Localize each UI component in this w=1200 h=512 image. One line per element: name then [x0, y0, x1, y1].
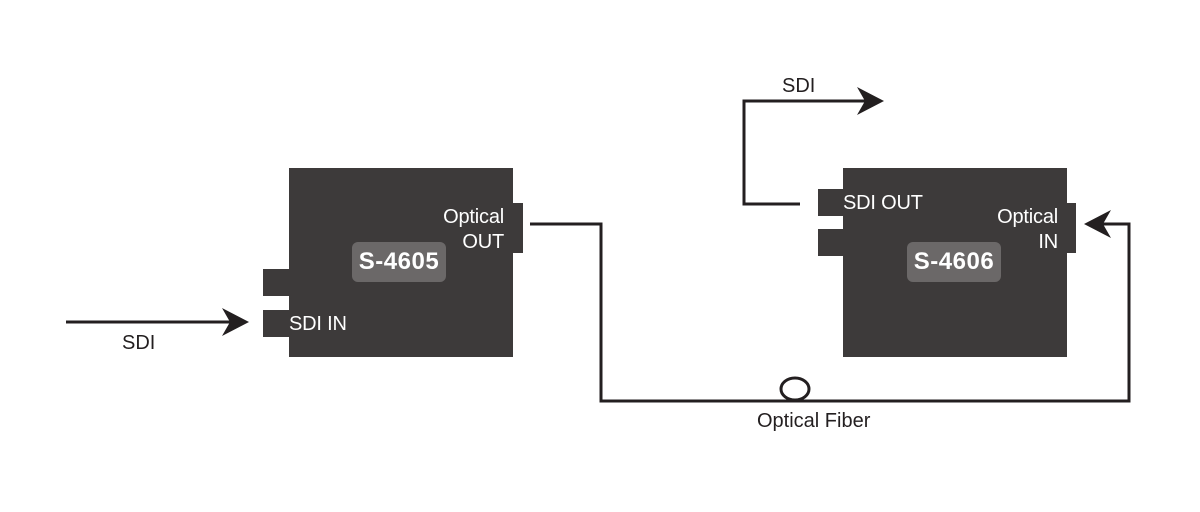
- s4606-unused-port: [818, 229, 845, 256]
- sdi-output-label: SDI: [782, 75, 816, 97]
- optical-fiber-label: Optical Fiber: [757, 410, 871, 432]
- s4606-optical-in-port: [1065, 203, 1076, 253]
- s4606-sdi-out-port: [818, 189, 845, 216]
- s4605-unused-port: [263, 269, 291, 296]
- s4605-optical-out-label: Optical OUT: [400, 205, 504, 255]
- s4605-model-badge: S-4605: [352, 242, 446, 282]
- sdi-output-arrow: [742, 87, 884, 206]
- optical-fiber-line: [530, 210, 1131, 403]
- sdi-input-label: SDI: [122, 332, 156, 354]
- s4606-optical-in-label: Optical IN: [955, 205, 1058, 255]
- s4605-sdi-in-port: [263, 310, 291, 337]
- s4605-optical-out-port: [511, 203, 523, 253]
- sdi-input-arrow: [66, 308, 249, 336]
- s4605-optical-out-line1: Optical: [443, 206, 504, 228]
- s4605-sdi-in-label: SDI IN: [289, 313, 347, 335]
- s4606-sdi-out-label: SDI OUT: [843, 192, 923, 214]
- fiber-loop-icon: [779, 376, 811, 402]
- s4606-model-badge: S-4606: [907, 242, 1001, 282]
- s4605-optical-out-line2: OUT: [462, 231, 504, 253]
- s4606-optical-in-line1: Optical: [997, 206, 1058, 228]
- s4606-optical-in-line2: IN: [1038, 231, 1058, 253]
